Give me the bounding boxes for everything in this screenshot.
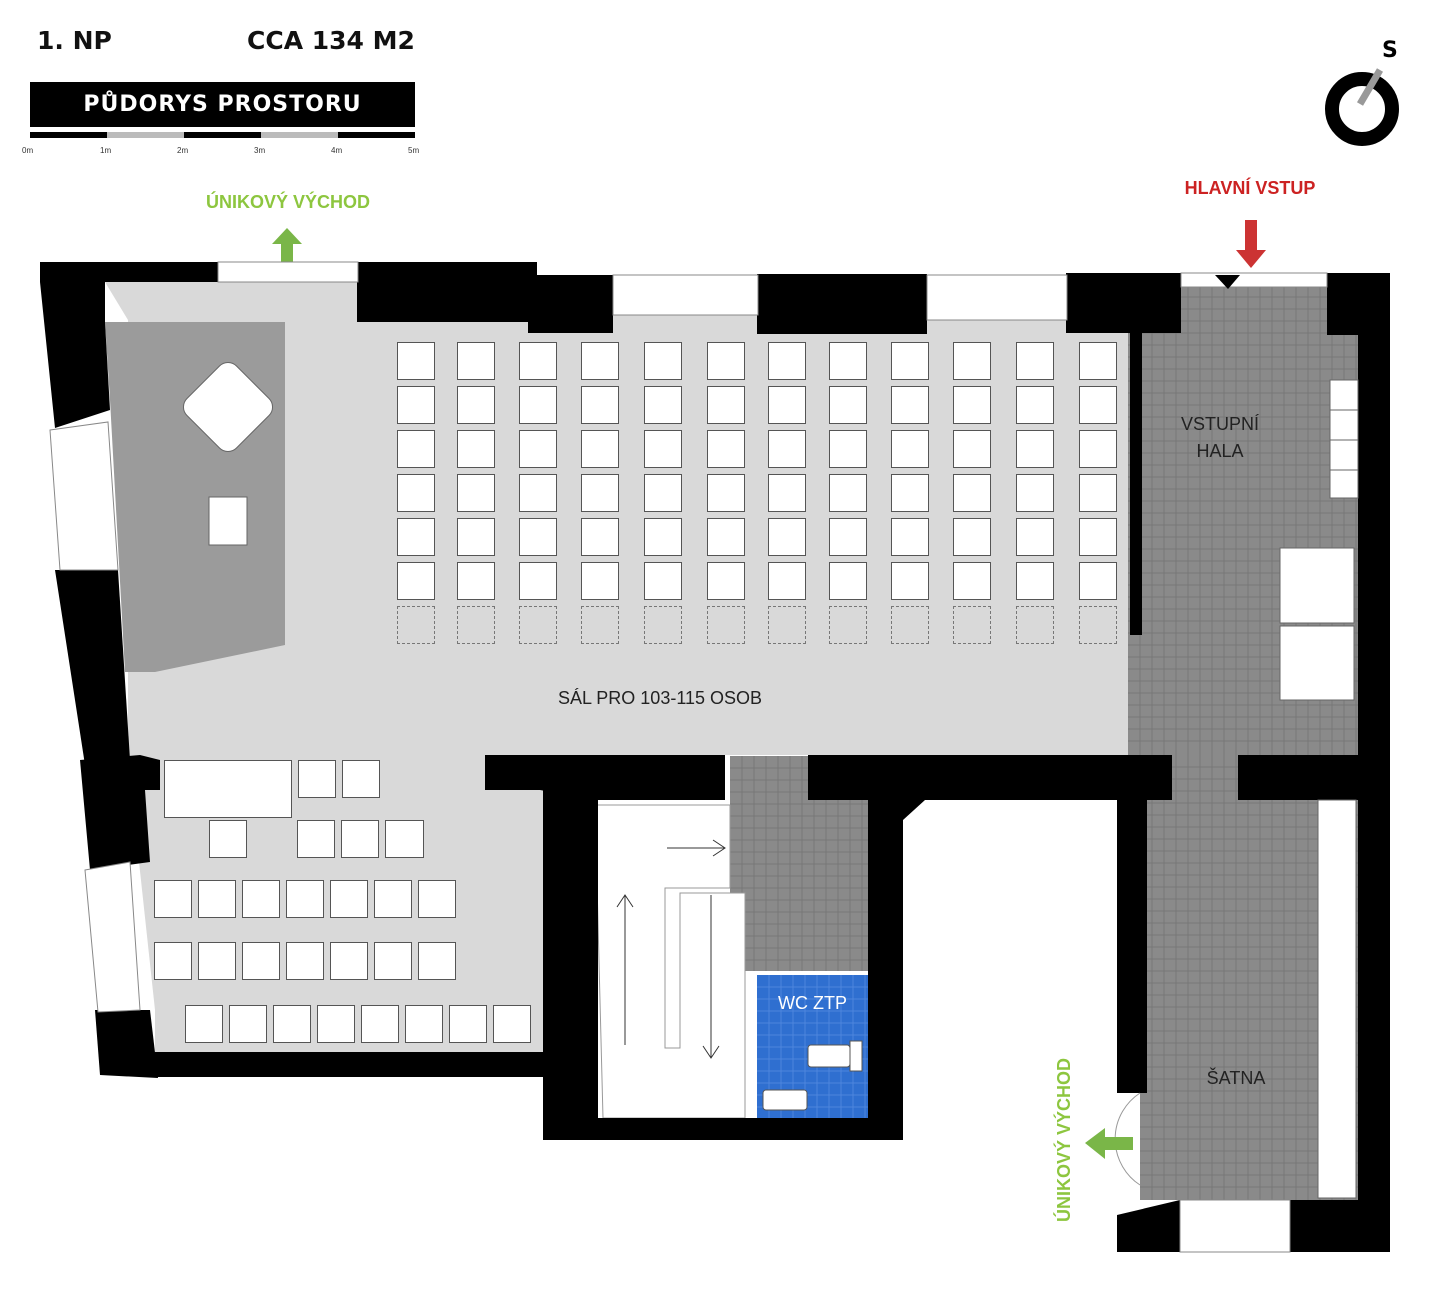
stage-area: [105, 322, 285, 672]
entrance-hall-label-line1: VSTUPNÍ: [1180, 414, 1259, 434]
wc-sink: [762, 1089, 808, 1111]
compass: S: [1320, 38, 1410, 153]
scale-tick-4: 4m: [331, 146, 343, 155]
scale-tick-1: 1m: [100, 146, 112, 155]
main-entrance-label: HLAVNÍ VSTUP: [1184, 178, 1316, 198]
scale-tick-5: 5m: [408, 146, 420, 155]
entrance-hall-label-line2: HALA: [1196, 441, 1244, 461]
north-arrow-icon: [1325, 68, 1399, 146]
stage-table: [208, 496, 248, 546]
scale-tick-3: 3m: [254, 146, 266, 155]
wc-toilet: [807, 1044, 851, 1068]
entrance-arrow-icon: [1236, 220, 1266, 268]
stair-arrow-icon: [616, 839, 726, 1059]
emergency-exit-side-label: ÚNIKOVÝ VÝCHOD: [1054, 1057, 1074, 1222]
exit-arrow-icon: [272, 228, 302, 276]
wc-label: WC ZTP: [778, 993, 847, 1013]
floor-label: 1. NP: [37, 26, 112, 55]
plan-title: PŮDORYS PROSTORU: [83, 92, 362, 117]
wc-toilet-tank: [849, 1040, 863, 1072]
compass-north-label: S: [1382, 38, 1398, 63]
stage-podium: [182, 361, 274, 453]
scale-bar: [30, 132, 415, 138]
plan-title-bar: PŮDORYS PROSTORU: [30, 82, 415, 127]
main-room-label: SÁL PRO 103-115 OSOB: [557, 688, 763, 708]
scale-tick-2: 2m: [177, 146, 189, 155]
scale-tick-0: 0m: [22, 146, 34, 155]
emergency-exit-top-label: ÚNIKOVÝ VÝCHOD: [205, 192, 371, 212]
staircase: [594, 804, 746, 1119]
entrance-door-icon: [1215, 275, 1240, 289]
main-room-floor: [105, 282, 1130, 1052]
cloakroom-label: ŠATNA: [1206, 1068, 1266, 1088]
exit-arrow-side-icon: [1085, 1128, 1133, 1159]
side-table: [164, 760, 292, 818]
area-label: CCA 134 M2: [247, 26, 415, 55]
